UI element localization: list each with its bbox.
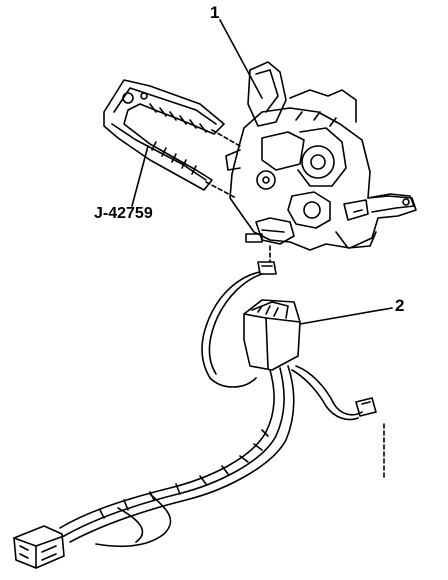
tool-j42759 <box>103 79 241 199</box>
actuator-assembly <box>225 61 417 251</box>
leader-line-tool <box>131 145 149 207</box>
tool-label: J-42759 <box>94 205 153 222</box>
callout-number-2: 2 <box>395 296 405 315</box>
wiring-harness <box>13 271 385 569</box>
leader-line-2 <box>299 307 393 325</box>
callout-number-1: 1 <box>210 3 220 22</box>
leader-line-1 <box>219 19 263 99</box>
control-module <box>243 261 301 371</box>
